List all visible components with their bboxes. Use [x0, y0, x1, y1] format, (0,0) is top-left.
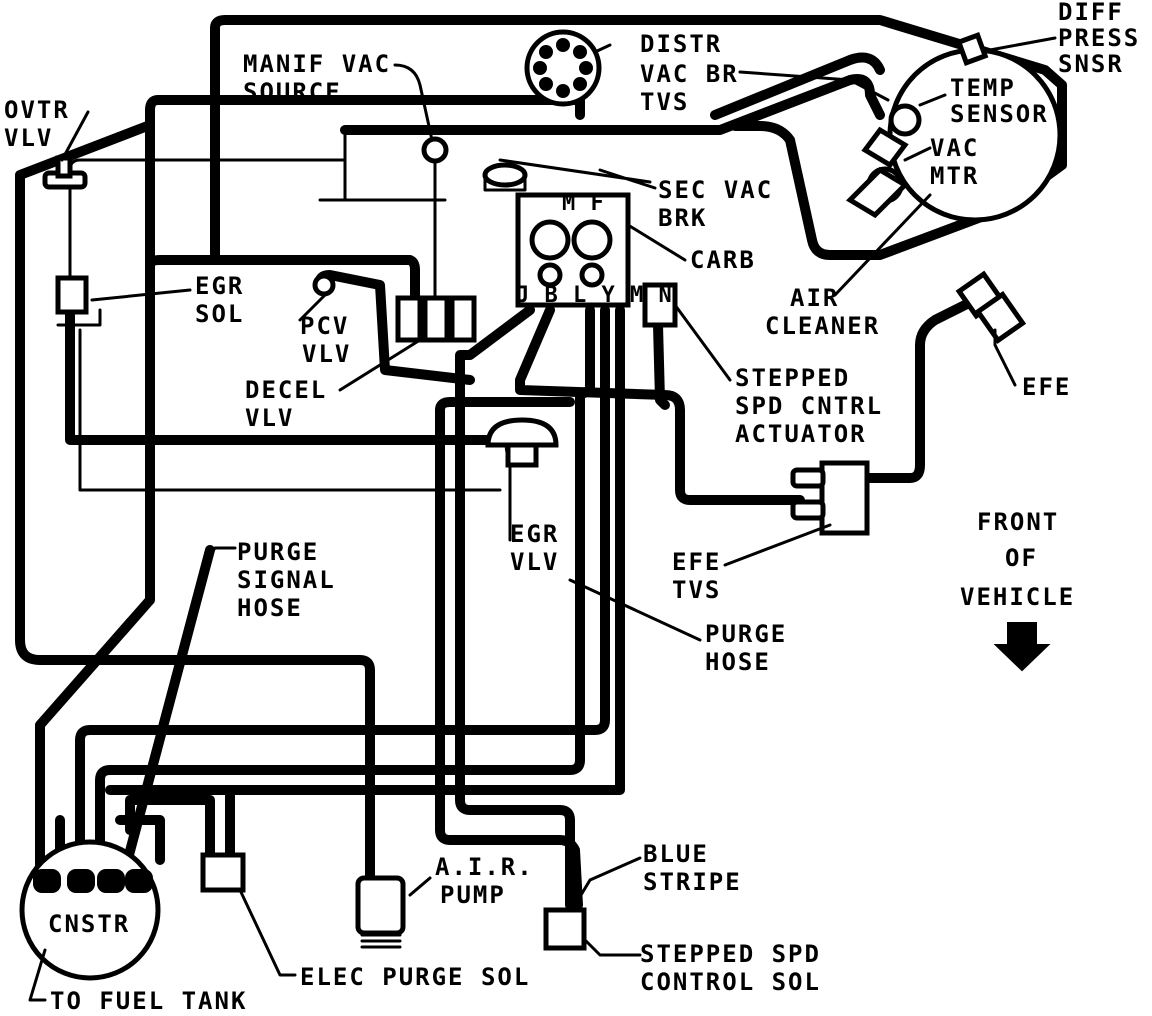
label-carb-bottom-ports: J B L Y M N	[516, 283, 673, 308]
label-efe-tvs: EFE TVS	[672, 548, 738, 604]
label-distr: DISTR	[640, 30, 722, 58]
hose-stepped-actuator	[653, 320, 670, 410]
label-cnstr: CNSTR	[48, 910, 130, 938]
hose-carb-y	[95, 305, 595, 865]
label-air-cleaner: AIR CLEANER	[765, 284, 880, 340]
label-carb: CARB	[690, 246, 756, 274]
label-carb-top-ports: M F	[562, 191, 605, 216]
hose-canister-left	[145, 120, 420, 305]
pcv-valve	[312, 273, 336, 297]
hose-left-long	[15, 95, 585, 885]
label-blue-stripe: BLUE STRIPE	[643, 840, 742, 896]
hose-egr-sol-2	[78, 328, 502, 492]
label-air-pump: A.I.R. PUMP	[435, 853, 550, 909]
hose-egr-vlv-line	[435, 397, 575, 415]
decel-valve	[395, 295, 477, 343]
stepped-speed-control-solenoid	[543, 907, 587, 951]
down-arrow-icon	[993, 622, 1051, 672]
label-purge-hose: PURGE HOSE	[705, 620, 804, 676]
hose-carb-b	[515, 305, 805, 505]
hose-egr-valve	[435, 405, 583, 910]
label-temp-sensor: TEMP SENSOR	[950, 74, 1049, 128]
label-front-of-vehicle: FRONT OF VEHICLE	[960, 508, 1076, 611]
hose-temp-sensor	[710, 52, 885, 120]
sec-vac-break	[482, 162, 528, 192]
manif-vac-source	[421, 136, 449, 164]
label-egr-vlv: EGR VLV	[510, 520, 576, 576]
label-egr-sol: EGR SOL	[195, 272, 261, 328]
air-pump	[355, 875, 406, 949]
label-manif-vac-source: MANIF VAC SOURCE	[243, 50, 408, 106]
egr-valve	[485, 417, 559, 468]
label-diff-press-snsr: DIFF PRESS SNSR	[1058, 0, 1152, 78]
label-elec-purge-sol: ELEC PURGE SOL	[300, 963, 530, 991]
label-vac-br-tvs: VAC BR TVS	[640, 60, 755, 116]
label-decel-vlv: DECEL VLV	[245, 376, 344, 432]
hose-carb-j	[455, 305, 575, 910]
label-ovtr-vlv: OVTR VLV	[4, 96, 86, 152]
hose-efe	[860, 295, 980, 483]
label-vac-mtr: VAC MTR	[930, 134, 996, 190]
label-to-fuel-tank: TO FUEL TANK	[50, 987, 247, 1015]
air-cleaner	[845, 32, 1063, 223]
hose-carb-n	[105, 305, 625, 795]
hose-carb-m	[75, 305, 610, 875]
label-purge-signal-hose: PURGE SIGNAL HOSE	[237, 538, 352, 622]
hose-top-loop	[210, 15, 1067, 263]
egr-solenoid	[55, 275, 102, 327]
canister	[19, 839, 161, 981]
label-efe: EFE	[1022, 373, 1071, 401]
label-pcv-vlv: PCV VLV	[300, 312, 366, 368]
label-stepped-spd-control-sol: STEPPED SPD CONTROL SOL	[640, 940, 837, 996]
efe	[955, 270, 1027, 344]
efe-tvs	[790, 460, 870, 536]
hose-canister-far-left	[35, 260, 155, 895]
label-sec-vac-brk: SEC VAC BRK	[658, 176, 790, 232]
labels: OVTR VLV MANIF VAC SOURCE DISTR VAC BR T…	[4, 0, 1152, 1015]
leader-lines	[28, 36, 1057, 1002]
carburetor	[515, 192, 631, 308]
elec-purge-solenoid	[200, 852, 246, 893]
distributor	[524, 29, 602, 107]
manif-tee	[318, 128, 447, 302]
label-stepped-spd-cntrl-actuator: STEPPED SPD CNTRL ACTUATOR	[735, 364, 900, 448]
hose-cnstr-right	[115, 815, 165, 865]
